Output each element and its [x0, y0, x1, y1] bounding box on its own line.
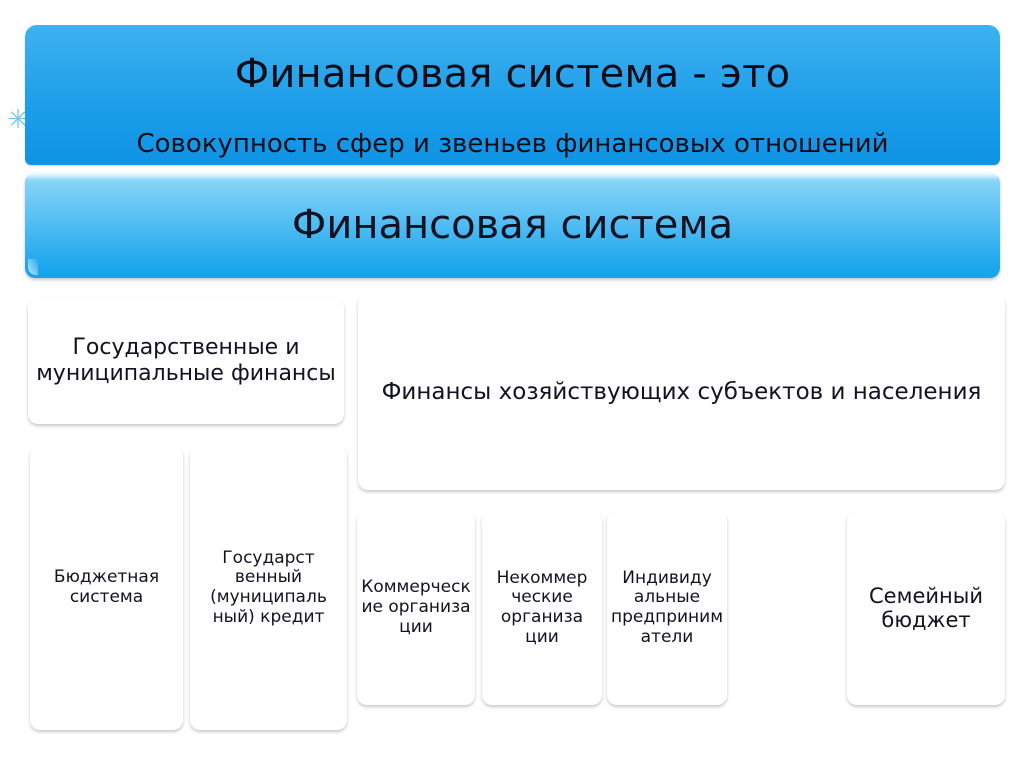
slide-title: Финансовая система - это [234, 51, 791, 97]
leaf-node-label: Семейный бюджет [869, 583, 983, 632]
leaf-node-commercial-organizations[interactable]: Коммерческ ие организа ции [357, 511, 475, 705]
leaf-node-label: Некоммер ческие организа ции [496, 567, 588, 647]
slide-subtitle: Совокупность сфер и звеньев финансовых о… [136, 129, 889, 159]
branch-node-state-municipal-finance[interactable]: Государственные и муниципальные финансы [28, 298, 344, 424]
leaf-node-family-budget[interactable]: Семейный бюджет [847, 511, 1005, 705]
leaf-node-noncommercial-organizations[interactable]: Некоммер ческие организа ции [482, 511, 602, 705]
leaf-node-label: Бюджетная система [53, 567, 160, 607]
branch-node-business-household-finance[interactable]: Финансы хозяйствующих субъектов и населе… [358, 294, 1005, 490]
header-banner: Финансовая система - это Совокупность сф… [25, 25, 1000, 165]
root-node-label: Финансовая система [291, 201, 734, 248]
leaf-node-label: Коммерческ ие организа ции [361, 577, 471, 637]
leaf-node-budget-system[interactable]: Бюджетная система [30, 446, 183, 730]
branch-node-label: Финансы хозяйствующих субъектов и населе… [381, 378, 982, 405]
asterisk-bullet-icon: ✳ [7, 105, 29, 135]
leaf-node-label: Индивиду альные предприним атели [610, 567, 724, 647]
leaf-node-state-credit[interactable]: Государст венный (муниципаль ный) кредит [190, 446, 347, 730]
branch-node-label: Государственные и муниципальные финансы [36, 335, 336, 386]
leaf-node-individual-entrepreneurs[interactable]: Индивиду альные предприним атели [607, 511, 727, 705]
root-node-financial-system[interactable]: Финансовая система [25, 172, 1000, 278]
leaf-node-label: Государст венный (муниципаль ный) кредит [210, 547, 327, 627]
